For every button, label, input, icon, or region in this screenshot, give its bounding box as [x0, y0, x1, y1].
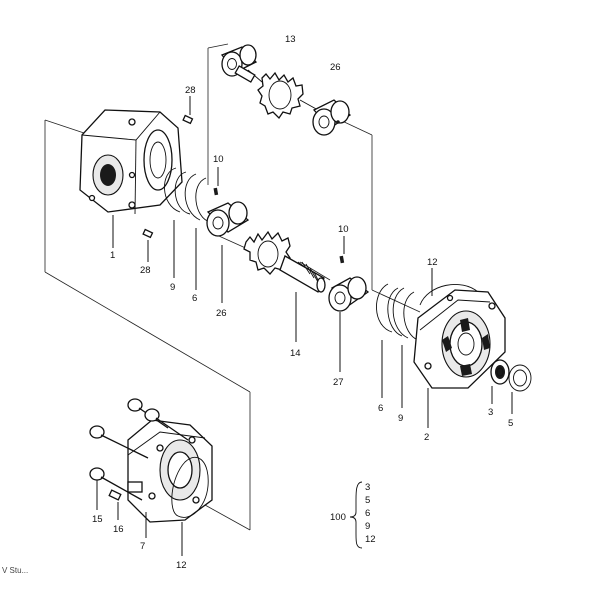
label-6-right: 6	[378, 403, 383, 414]
kit-legend: 100 3 5 6 9 12	[330, 482, 376, 545]
backup-ring-6-right	[376, 283, 403, 398]
kit-number: 100	[330, 512, 346, 523]
gear-13-drive-gear	[234, 65, 319, 120]
label-1: 1	[110, 250, 115, 261]
key-10-lower	[339, 236, 345, 264]
kit-item: 6	[365, 508, 370, 519]
corner-watermark-text: V Stu...	[2, 566, 28, 575]
o-ring-12-lower	[171, 456, 209, 556]
label-3: 3	[488, 407, 493, 418]
label-13: 13	[285, 34, 296, 45]
label-27: 27	[333, 377, 344, 388]
label-10-upper: 10	[213, 154, 224, 165]
backup-ring-6-left	[184, 173, 211, 290]
dowel-pin-28-top	[182, 96, 194, 125]
label-28-top: 28	[185, 85, 196, 96]
o-ring-12-upper	[419, 268, 479, 306]
label-12-upper: 12	[427, 257, 438, 268]
key-10-upper	[213, 167, 219, 196]
part-labels: 13 26 28 10 1 28 9 6 26 10 14 27 12 6 9 …	[92, 34, 513, 571]
label-12-lower: 12	[176, 560, 187, 571]
dowel-pin-28-bottom	[142, 228, 154, 262]
label-9-left: 9	[170, 282, 175, 293]
label-6-left: 6	[192, 293, 197, 304]
bolt-15-set	[89, 398, 189, 510]
label-5: 5	[508, 418, 513, 429]
kit-item: 5	[365, 495, 370, 506]
kit-item: 12	[365, 534, 376, 545]
washer-16	[108, 489, 122, 520]
front-flange-7	[127, 419, 213, 538]
kit-item: 9	[365, 521, 370, 532]
kit-item: 3	[365, 482, 370, 493]
seal-ring-9-left	[164, 167, 191, 278]
label-2: 2	[424, 432, 429, 443]
drive-shaft-gear-14	[243, 230, 326, 342]
label-28-bottom: 28	[140, 265, 151, 276]
bushing-26-middle	[206, 201, 250, 303]
label-9-right: 9	[398, 413, 403, 424]
label-10-lower: 10	[338, 224, 349, 235]
end-cover-2	[413, 289, 506, 428]
label-26-top: 26	[330, 62, 341, 73]
pump-housing-1	[79, 109, 183, 248]
label-15: 15	[92, 514, 103, 525]
bushing-26-top	[312, 99, 352, 136]
label-14: 14	[290, 348, 301, 359]
label-7: 7	[140, 541, 145, 552]
label-16: 16	[113, 524, 124, 535]
snap-ring-5	[508, 364, 532, 414]
oil-seal-3	[490, 359, 510, 404]
seal-ring-9-right	[392, 287, 419, 408]
bushing-top	[220, 44, 258, 77]
kit-bracket-100	[349, 481, 363, 549]
label-26-middle: 26	[216, 308, 227, 319]
bushing-27	[328, 276, 370, 372]
guide-lines	[44, 43, 421, 531]
